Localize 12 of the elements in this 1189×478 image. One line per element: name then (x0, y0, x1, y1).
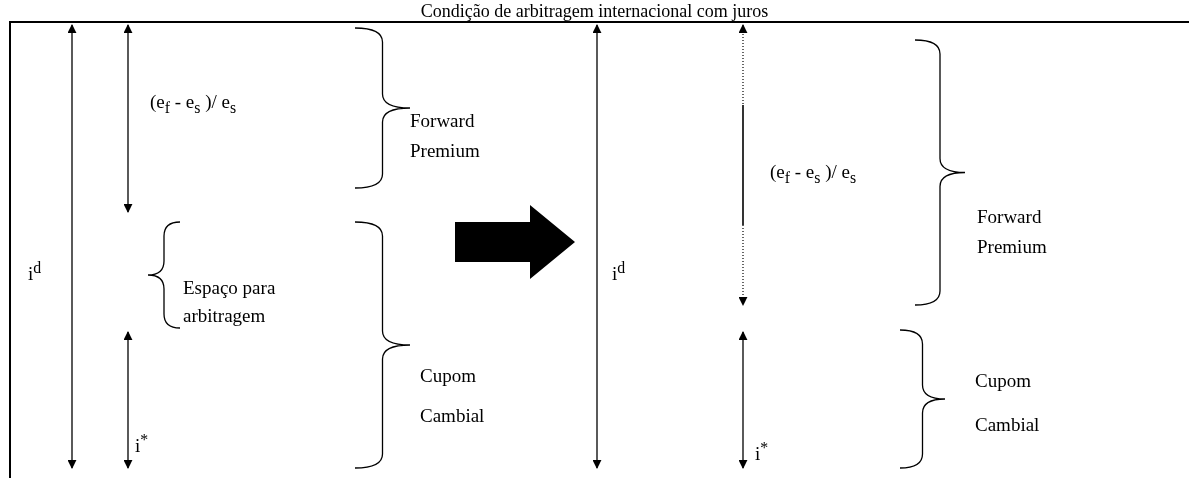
formula-label: (e$_{f}$ - e$_{s}$ )/ e$_{s}$ (150, 90, 237, 118)
axis-label: i$^{d}$ (612, 258, 626, 287)
axis-label: i$^{*}$ (135, 430, 149, 459)
axis-label: i$^{*}$ (755, 438, 769, 467)
bracket-label: Cupom Cambial (975, 369, 1041, 437)
axis-label: i$^{d}$ (28, 258, 42, 287)
bracket-label: Espaço para arbitragem (183, 276, 277, 328)
bracket-label: Cupom Cambial (420, 364, 486, 428)
title: Condição de arbitragem internacional com juros (419, 0, 770, 22)
bracket-label: Forward Premium (977, 205, 1048, 259)
bracket-label: Forward Premium (410, 109, 481, 163)
formula-label: (e$_{f}$ - e$_{s}$ )/ e$_{s}$ (770, 160, 857, 188)
